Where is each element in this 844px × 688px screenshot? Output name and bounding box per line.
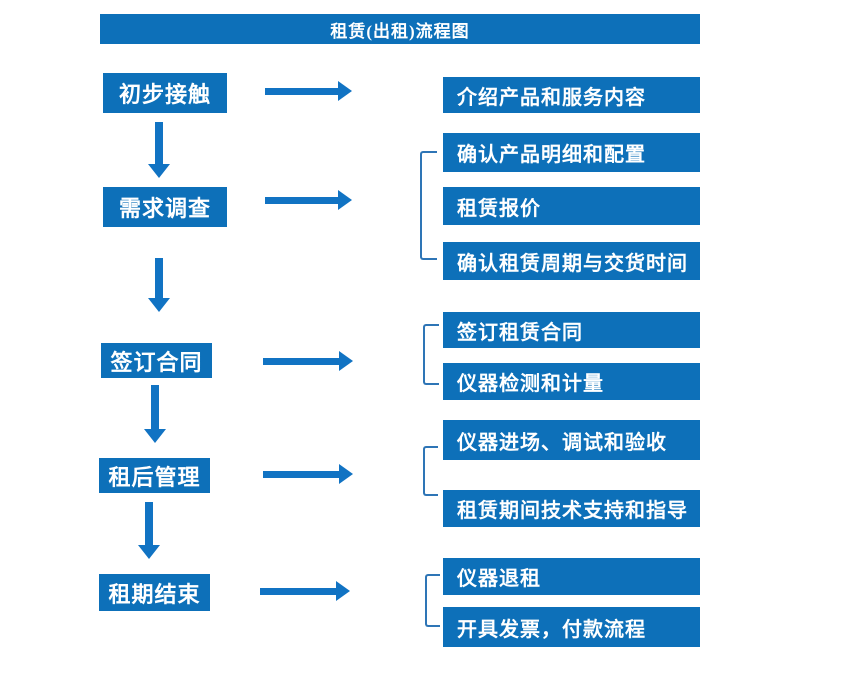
down-arrow bbox=[148, 258, 170, 312]
right-arrow-shaft bbox=[265, 197, 338, 204]
output-box-instrument-setup: 仪器进场、调试和验收 bbox=[443, 420, 700, 460]
step-box-sign-contract: 签订合同 bbox=[101, 343, 212, 378]
step-box-demand-survey: 需求调查 bbox=[103, 187, 227, 227]
right-arrow-shaft bbox=[263, 358, 339, 365]
right-arrow-head bbox=[338, 81, 352, 101]
group-bracket bbox=[423, 324, 439, 385]
down-arrow-shaft bbox=[145, 502, 153, 545]
right-arrow-shaft bbox=[265, 88, 338, 95]
group-bracket bbox=[423, 446, 438, 496]
down-arrow bbox=[148, 122, 170, 178]
output-box-introduce-products: 介绍产品和服务内容 bbox=[443, 77, 700, 113]
down-arrow-shaft bbox=[151, 385, 159, 429]
right-arrow bbox=[265, 81, 352, 102]
output-box-confirm-product-details: 确认产品明细和配置 bbox=[443, 133, 700, 172]
down-arrow-shaft bbox=[155, 122, 163, 164]
step-box-initial-contact: 初步接触 bbox=[103, 73, 227, 113]
right-arrow-shaft bbox=[263, 471, 339, 478]
down-arrow bbox=[144, 385, 166, 443]
right-arrow bbox=[263, 464, 353, 485]
output-box-invoice-payment: 开具发票，付款流程 bbox=[443, 607, 700, 647]
right-arrow-head bbox=[339, 351, 353, 371]
down-arrow-head bbox=[148, 164, 170, 178]
output-box-technical-support: 租赁期间技术支持和指导 bbox=[443, 490, 700, 527]
right-arrow bbox=[265, 190, 352, 211]
right-arrow bbox=[263, 351, 353, 372]
step-box-rental-end: 租期结束 bbox=[99, 574, 210, 611]
step-box-post-rental-management: 租后管理 bbox=[99, 458, 210, 493]
output-box-instrument-return: 仪器退租 bbox=[443, 558, 700, 595]
down-arrow-shaft bbox=[155, 258, 163, 298]
right-arrow bbox=[260, 581, 350, 602]
output-box-rental-quotation: 租赁报价 bbox=[443, 187, 700, 225]
right-arrow-shaft bbox=[260, 588, 336, 595]
right-arrow-head bbox=[339, 464, 353, 484]
down-arrow-head bbox=[148, 298, 170, 312]
group-bracket bbox=[425, 574, 440, 627]
flowchart-title-bar: 租赁(出租)流程图 bbox=[100, 14, 700, 44]
right-arrow-head bbox=[338, 190, 352, 210]
output-box-confirm-rental-period: 确认租赁周期与交货时间 bbox=[443, 242, 700, 280]
group-bracket bbox=[420, 151, 437, 260]
down-arrow-head bbox=[138, 545, 160, 559]
right-arrow-head bbox=[336, 581, 350, 601]
output-box-instrument-testing: 仪器检测和计量 bbox=[443, 363, 700, 400]
output-box-sign-rental-contract: 签订租赁合同 bbox=[443, 312, 700, 348]
flowchart-title: 租赁(出租)流程图 bbox=[330, 21, 470, 41]
down-arrow bbox=[138, 502, 160, 559]
down-arrow-head bbox=[144, 429, 166, 443]
